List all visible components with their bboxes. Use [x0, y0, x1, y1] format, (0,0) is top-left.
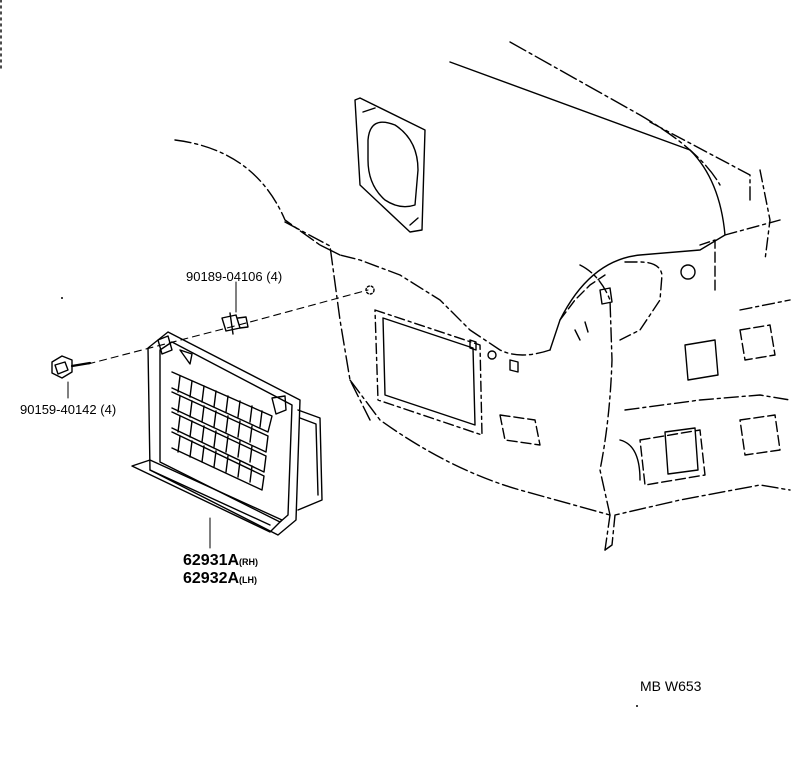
part-label-90189: 90189-04106 (4) [186, 269, 282, 284]
part-number: 90159-40142 [20, 402, 97, 417]
part-number: 90189-04106 [186, 269, 263, 284]
install-line [87, 289, 369, 365]
part-number: 62932A [183, 570, 240, 587]
part-number: 62931A [183, 552, 240, 569]
stray-dot [636, 705, 638, 707]
quarter-window [354, 97, 426, 233]
part-label-90159: 90159-40142 (4) [20, 402, 116, 417]
part-label-62932a: 62932A(LH) [183, 570, 257, 588]
louver-assembly [131, 331, 323, 549]
screw-90159 [51, 355, 92, 399]
part-qty: (4) [266, 269, 283, 284]
part-side: (RH) [239, 557, 259, 567]
clip-90189 [221, 281, 249, 335]
part-side: (LH) [239, 575, 258, 585]
vehicle-body [174, 41, 791, 551]
diagram-ref-code: MB W653 [640, 678, 702, 694]
stray-dot [61, 297, 63, 299]
part-qty: (4) [100, 402, 117, 417]
part-label-62931a: 62931A(RH) [183, 552, 258, 570]
